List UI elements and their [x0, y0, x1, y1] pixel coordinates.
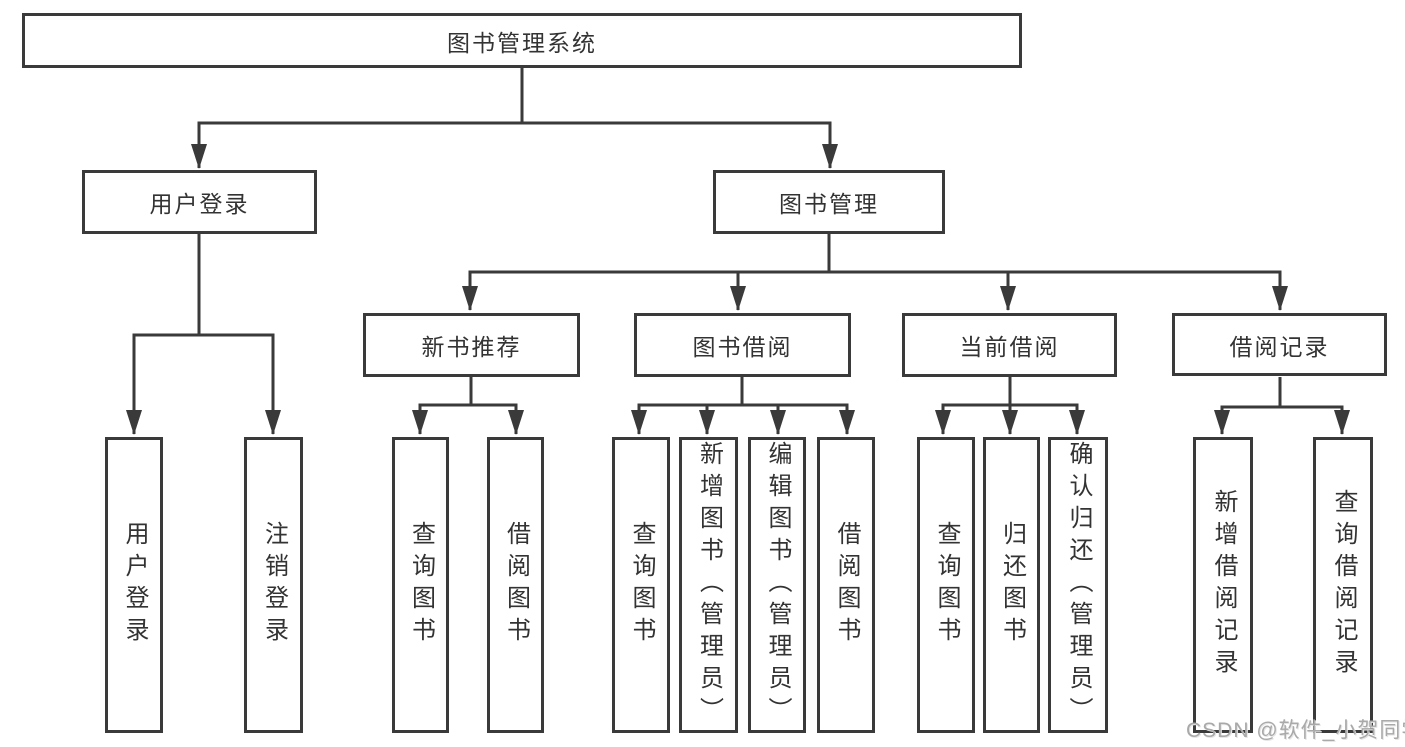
node-label: 新书推荐: [421, 334, 522, 360]
node-book-management: 图书管理: [713, 170, 945, 234]
leaf-confirm-return-admin: 确认归还（管理员）: [1048, 437, 1108, 733]
node-library-management-system: 图书管理系统: [22, 13, 1022, 68]
leaf-add-books-admin: 新增图书（管理员）: [679, 437, 738, 733]
leaf-logout: 注销登录: [244, 437, 303, 733]
leaf-user-login: 用户登录: [105, 437, 163, 733]
leaf-label: 查询图书: [407, 521, 435, 649]
leaf-label: 归还图书: [998, 521, 1026, 649]
node-borrow-records: 借阅记录: [1172, 313, 1387, 376]
leaf-edit-books-admin: 编辑图书（管理员）: [748, 437, 806, 733]
node-label: 图书管理系统: [447, 29, 597, 56]
leaf-label: 新增图书（管理员）: [695, 441, 723, 729]
csdn-watermark: CSDN @软件_小贺同学: [1186, 719, 1405, 742]
leaf-query-books-recommend: 查询图书: [392, 437, 449, 733]
leaf-add-borrow-record: 新增借阅记录: [1193, 437, 1253, 733]
node-user-login: 用户登录: [82, 170, 317, 234]
node-label: 图书借阅: [692, 334, 793, 360]
leaf-query-books-borrowing: 查询图书: [612, 437, 670, 733]
node-book-borrowing: 图书借阅: [634, 313, 851, 377]
leaf-label: 借阅图书: [502, 521, 530, 649]
leaf-return-books: 归还图书: [983, 437, 1040, 733]
leaf-query-books-current: 查询图书: [917, 437, 975, 733]
node-label: 图书管理: [779, 191, 879, 217]
node-label: 当前借阅: [959, 334, 1060, 360]
leaf-label: 查询图书: [933, 521, 960, 649]
leaf-label: 借阅图书: [833, 521, 860, 649]
leaf-label: 查询图书: [628, 521, 655, 649]
leaf-label: 编辑图书（管理员）: [764, 441, 791, 729]
leaf-label: 用户登录: [121, 521, 148, 649]
node-label: 借阅记录: [1229, 333, 1330, 360]
leaf-label: 新增借阅记录: [1210, 489, 1237, 681]
leaf-borrow-books: 借阅图书: [817, 437, 875, 733]
node-current-borrowing: 当前借阅: [902, 313, 1117, 377]
leaf-borrow-books-recommend: 借阅图书: [487, 437, 544, 733]
leaf-query-borrow-record: 查询借阅记录: [1313, 437, 1373, 733]
node-new-book-recommend: 新书推荐: [363, 313, 580, 377]
leaf-label: 确认归还（管理员）: [1065, 441, 1092, 729]
leaf-label: 查询借阅记录: [1330, 489, 1357, 681]
leaf-label: 注销登录: [260, 521, 288, 649]
node-label: 用户登录: [149, 191, 250, 217]
